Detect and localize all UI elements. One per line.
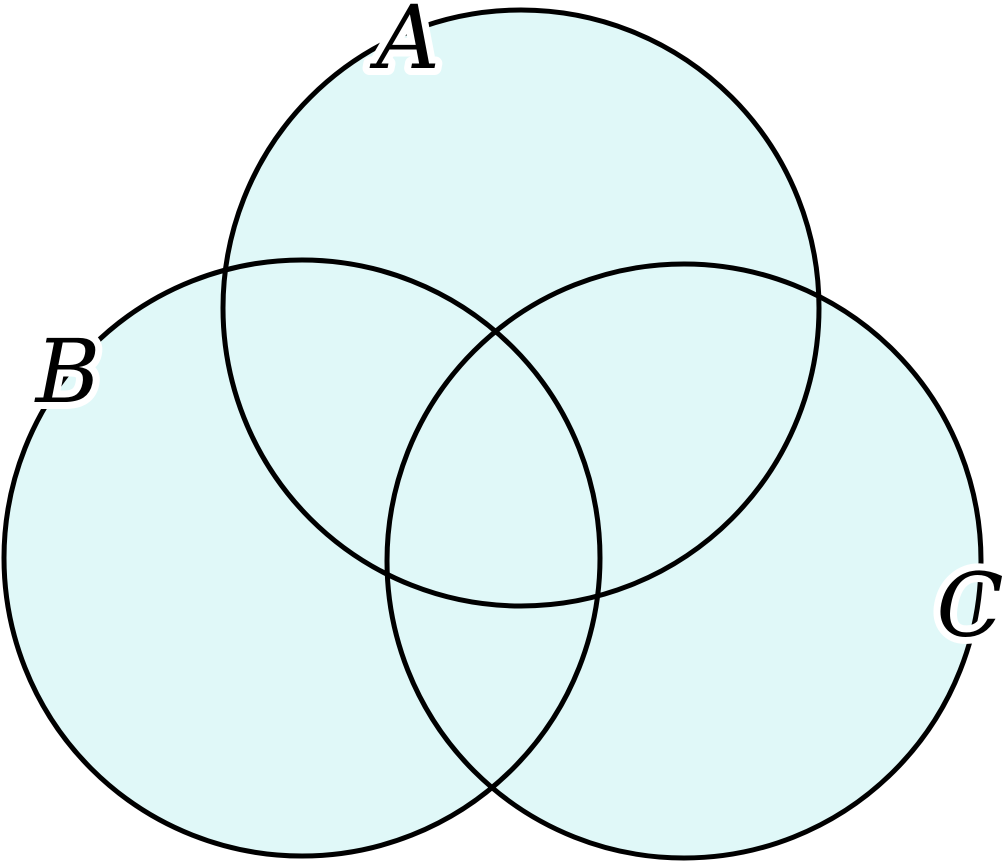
set-fills: [4, 10, 981, 858]
set-b-circle: [1, 257, 603, 859]
set-outlines: [1, 7, 984, 861]
set-b-label: B: [34, 320, 101, 423]
set-a-circle: [220, 7, 822, 609]
set-c-circle: [384, 261, 984, 861]
set-a-label: A: [369, 0, 440, 89]
set-c-label: C: [936, 554, 1003, 657]
set-c-fill: [387, 264, 981, 858]
